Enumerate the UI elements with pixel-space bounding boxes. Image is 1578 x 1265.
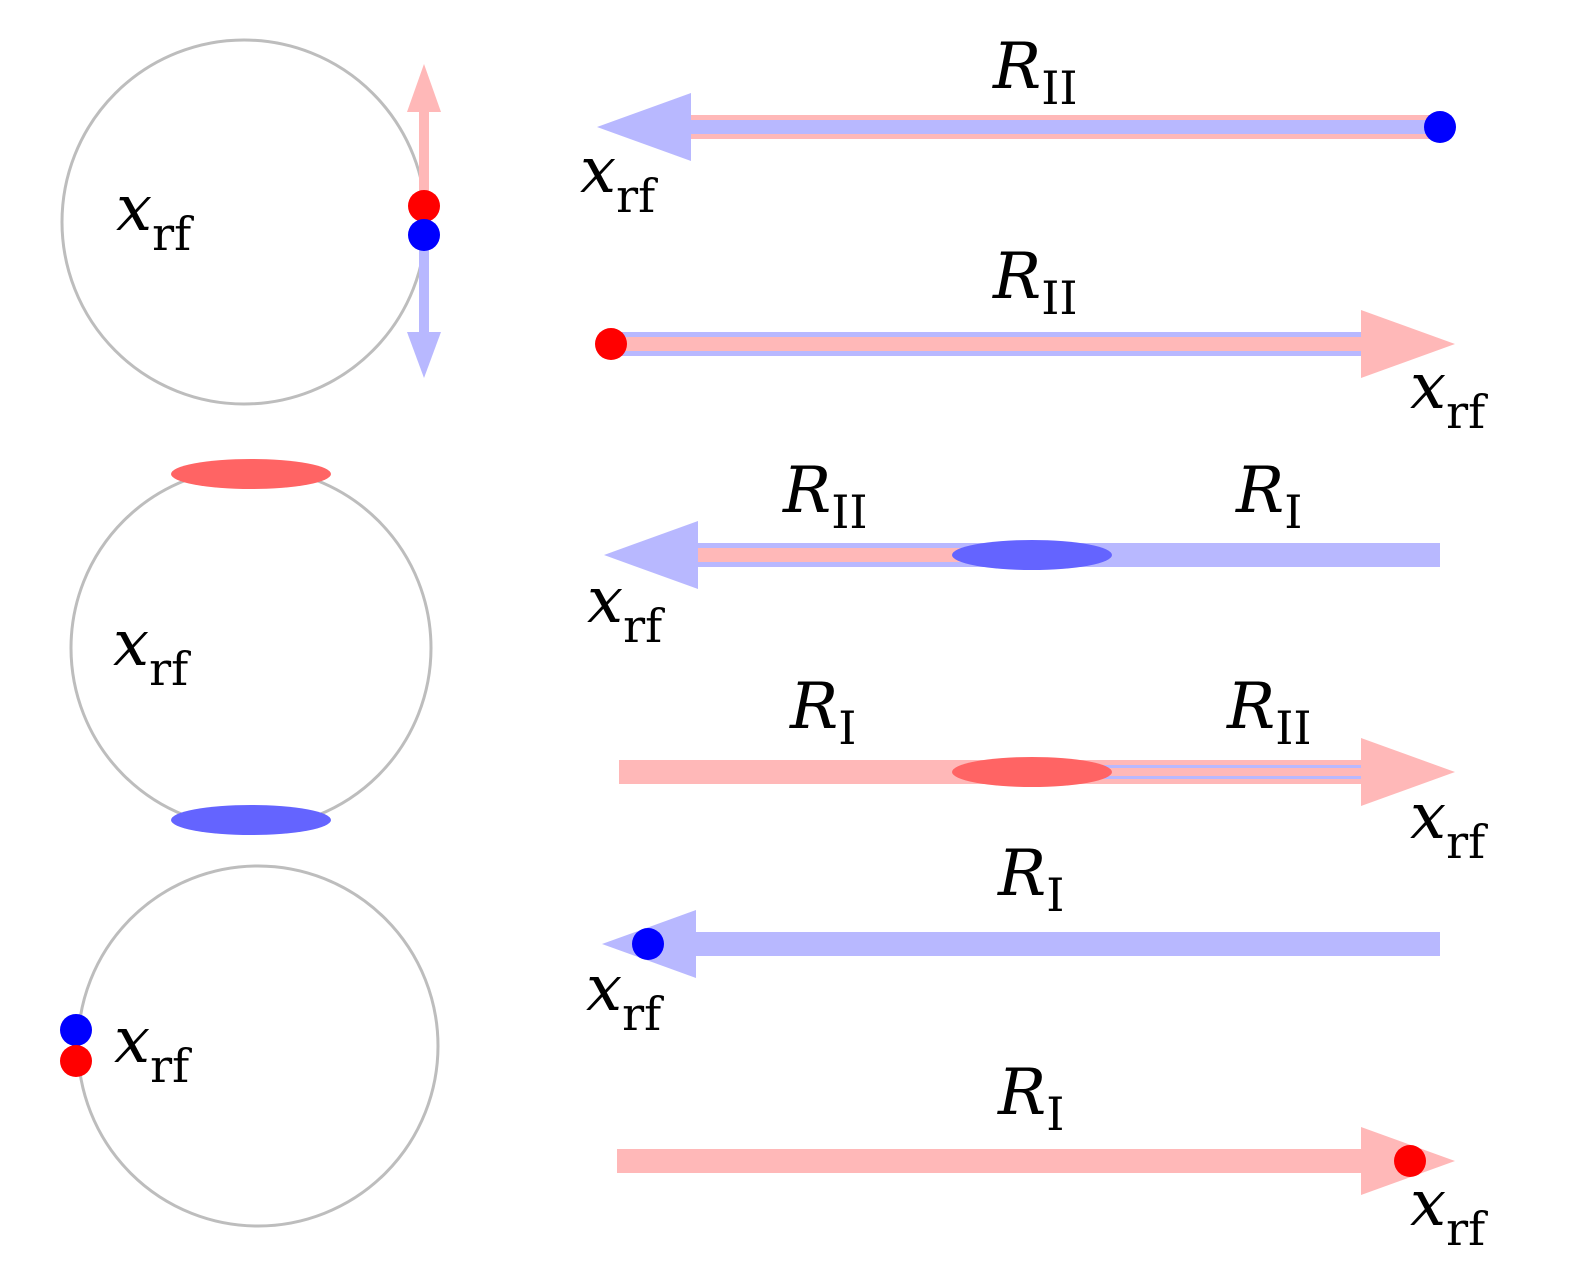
region-label: RI (997, 1056, 1064, 1141)
red-blob (952, 757, 1112, 787)
arrow-row-3: RII RI xrf (587, 454, 1440, 653)
circle-group-2: xrf (69, 459, 433, 835)
end-label: xrf (1410, 350, 1488, 439)
region-label-left: RII (782, 454, 868, 539)
red-dot (408, 190, 440, 222)
up-arrow-head (407, 64, 441, 112)
arrow-shaft-overlay (611, 337, 1368, 351)
arrow-head-right (1361, 310, 1455, 378)
arrow-row-1: RII xrf (580, 30, 1456, 223)
region-label: RII (992, 30, 1078, 115)
circle-group-3: xrf (60, 864, 440, 1228)
region-label-right: RI (1235, 454, 1302, 539)
arrow-shaft (690, 932, 1440, 956)
blue-dot (632, 928, 664, 960)
circle-group-1: xrf (60, 38, 441, 406)
blue-dot (1424, 111, 1456, 143)
red-dot (595, 328, 627, 360)
arrow-head-left (597, 93, 691, 161)
arrow-shaft-overlay-inner (1032, 768, 1369, 776)
arrow-row-5: RI xrf (586, 837, 1440, 1041)
blue-blob (952, 540, 1112, 570)
down-arrow-shaft (419, 235, 429, 335)
up-arrow-shaft (419, 105, 429, 205)
arrow-shaft-overlay (690, 548, 1032, 562)
arrow-head-right (1361, 738, 1455, 806)
end-label: xrf (586, 952, 664, 1041)
arrow-head-left (604, 521, 698, 589)
circle-label: xrf (114, 1004, 192, 1093)
end-label: xrf (1410, 780, 1488, 869)
arrow-row-6: RI xrf (617, 1056, 1488, 1256)
arrow-shaft (617, 1149, 1369, 1173)
arrow-shaft-overlay (685, 120, 1440, 134)
arrow-row-2: RII xrf (595, 240, 1488, 439)
blue-blob (171, 805, 331, 835)
red-dot (60, 1045, 92, 1077)
end-label: xrf (1410, 1167, 1488, 1256)
circle-label: xrf (116, 172, 194, 261)
circle-label: xrf (113, 607, 191, 696)
blue-dot (60, 1014, 92, 1046)
red-blob (171, 459, 331, 489)
region-label: RII (992, 240, 1078, 325)
blue-dot (408, 219, 440, 251)
arrow-row-4: RI RII xrf (619, 670, 1488, 869)
red-dot (1394, 1145, 1426, 1177)
down-arrow-head (407, 332, 441, 378)
region-label-right: RII (1226, 670, 1312, 755)
region-label: RI (997, 837, 1064, 922)
region-label-left: RI (789, 670, 856, 755)
end-label: xrf (580, 134, 658, 223)
end-label: xrf (587, 564, 665, 653)
